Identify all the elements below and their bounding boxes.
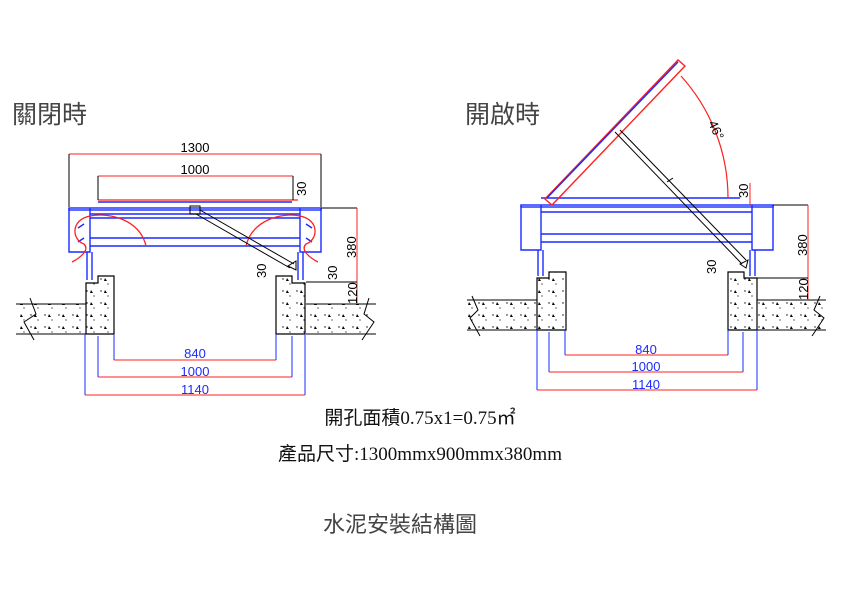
airflow-arrows (71, 199, 319, 263)
closed-view-title: 關閉時 (12, 100, 87, 129)
open-lid (543, 59, 687, 206)
drawing-caption: 水泥安裝結構圖 (323, 513, 477, 538)
dim-30-right: 30 (325, 266, 340, 280)
skylight-frame (520, 197, 774, 276)
dim-840: 840 (635, 342, 657, 357)
opening-area-note: 開孔面積0.75x1=0.75㎡ (324, 406, 515, 429)
dim-30-strut: 30 (704, 260, 719, 274)
ground-slab (16, 297, 376, 341)
concrete-curb (536, 271, 758, 331)
ground-slab (467, 295, 826, 337)
gas-strut (614, 129, 749, 269)
dimension-lines (68, 153, 358, 396)
closed-view: 關閉時 (12, 100, 376, 397)
dim-840: 840 (184, 346, 206, 361)
dim-30-left: 30 (254, 264, 269, 278)
dim-1140: 1140 (181, 382, 209, 397)
gas-strut (189, 205, 297, 271)
skylight-frame (68, 201, 322, 280)
dim-1300: 1300 (181, 140, 210, 155)
angle-label: 46° (705, 118, 727, 142)
dim-120: 120 (345, 282, 360, 304)
dim-30-lid: 30 (736, 184, 751, 198)
dim-380: 380 (344, 236, 359, 258)
open-view: 開啟時 46° (465, 59, 826, 392)
open-view-title: 開啟時 (465, 100, 540, 129)
dim-1000: 1000 (181, 364, 210, 379)
dim-1000: 1000 (632, 359, 661, 374)
dim-1000-lid: 1000 (181, 162, 210, 177)
dim-120: 120 (796, 278, 811, 300)
concrete-curb (85, 275, 306, 335)
angle-arc (680, 75, 729, 199)
dim-1140: 1140 (632, 377, 660, 392)
dim-30-lid: 30 (294, 182, 309, 196)
dimension-lines (536, 183, 809, 391)
dim-380: 380 (795, 234, 810, 256)
product-size-note: 產品尺寸:1300mmx900mmx380mm (278, 443, 562, 465)
